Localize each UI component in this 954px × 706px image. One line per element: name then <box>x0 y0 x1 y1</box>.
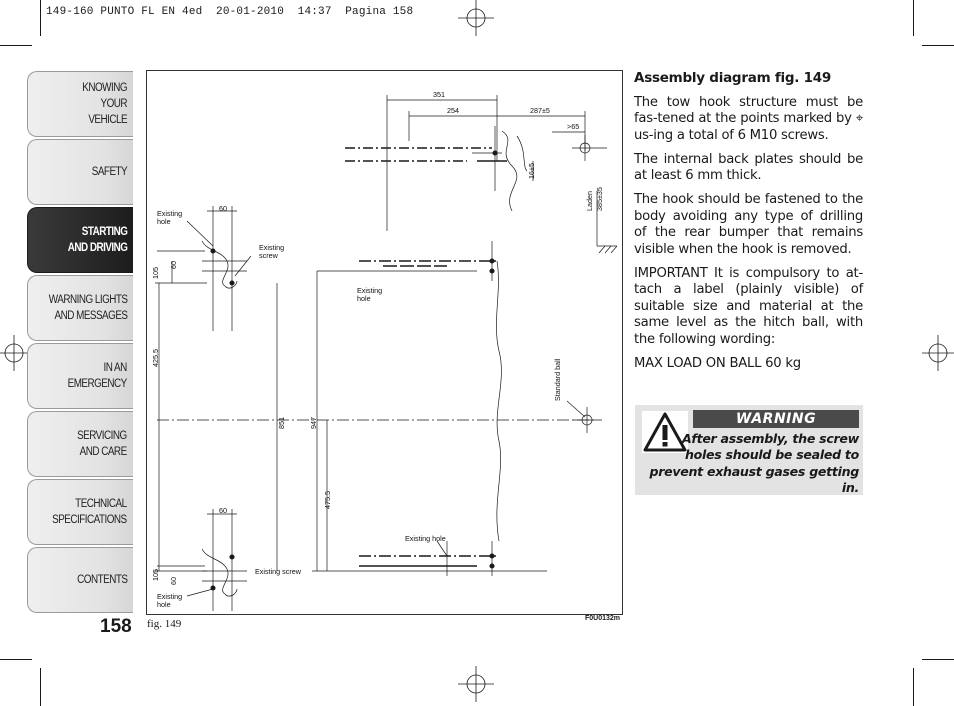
section-heading: Assembly diagram fig. 149 <box>634 70 832 86</box>
dim-60-vertical-top: 60 <box>169 261 178 269</box>
dim-425: 425.5 <box>151 349 160 367</box>
fastening-point-icon: ⌖ <box>855 111 863 126</box>
tab-label: TECHNICAL SPECIFICATIONS <box>52 498 128 526</box>
dim-60-top: 60 <box>219 204 227 213</box>
tab-label: STARTING AND DRIVING <box>67 226 127 254</box>
warning-line: holes should be sealed to <box>684 447 859 463</box>
diagram-drawing <box>155 95 618 611</box>
warning-line: After assembly, the screw <box>681 431 859 446</box>
paragraph-3: The hook should be fastened to the body … <box>634 192 863 257</box>
tab-label: WARNING LIGHTS AND MESSAGES <box>48 294 127 322</box>
tab-label: SAFETY <box>91 166 128 178</box>
tab-starting-and-driving[interactable]: STARTING AND DRIVING <box>27 207 133 273</box>
dim-947: 947 <box>309 417 318 429</box>
label-existing-screw-top: Existing screw <box>259 243 285 260</box>
dim-65: >65 <box>567 122 580 131</box>
warning-box: WARNING After assembly, the screw holes … <box>635 405 863 495</box>
dim-351: 351 <box>433 90 445 99</box>
label-standard-ball: Standard ball <box>553 358 562 401</box>
dim-16: 16±5 <box>527 163 536 179</box>
content-column: Assembly diagram fig. 149 The tow hook s… <box>634 70 863 380</box>
dim-60-bottom: 60 <box>219 506 227 515</box>
print-header: 149-160 PUNTO FL EN 4ed 20-01-2010 14:37… <box>46 6 414 18</box>
paragraph-4: IMPORTANT It is compulsory to at-tach a … <box>634 265 863 347</box>
tab-in-an-emergency[interactable]: IN AN EMERGENCY <box>27 343 133 409</box>
warning-text: After assembly, the screw holes should b… <box>639 431 859 496</box>
warning-line: prevent exhaust gases getting in. <box>649 463 859 495</box>
label-existing-hole-bottom: Existing hole <box>405 534 446 543</box>
label-existing-hole-mid: Existing hole <box>357 286 383 303</box>
paragraph-1-text-a: The tow hook structure must be fas-tened… <box>634 94 863 127</box>
tab-contents[interactable]: CONTENTS <box>27 547 133 613</box>
assembly-diagram: Existing hole Existing screw Existing ho… <box>146 70 623 615</box>
tab-safety[interactable]: SAFETY <box>27 139 133 205</box>
page-number: 158 <box>100 616 132 637</box>
dim-385: 385±35 <box>595 187 604 211</box>
label-existing-screw-bottom: Existing screw <box>255 567 301 576</box>
dim-105-top: 105 <box>151 267 160 279</box>
tab-label: CONTENTS <box>76 574 128 586</box>
dim-475: 475.5 <box>323 491 332 509</box>
tab-servicing-and-care[interactable]: SERVICING AND CARE <box>27 411 133 477</box>
label-existing-hole-top: Existing hole <box>157 209 183 226</box>
tab-label: IN AN EMERGENCY <box>67 362 128 390</box>
dim-851: 851 <box>277 417 286 429</box>
label-existing-hole-bottom-left: Existing hole <box>157 592 183 609</box>
warning-triangle-icon <box>642 411 688 453</box>
warning-title: WARNING <box>693 410 859 428</box>
figure-code: F0U0132m <box>585 615 621 622</box>
tab-knowing-your-vehicle[interactable]: KNOWING YOUR VEHICLE <box>27 71 133 137</box>
dim-105-bottom: 105 <box>151 569 160 581</box>
tab-label: SERVICING AND CARE <box>77 430 127 458</box>
dim-254: 254 <box>447 106 459 115</box>
paragraph-2: The internal back plates should be at le… <box>634 151 863 184</box>
label-laden: Laden <box>585 191 594 211</box>
tab-technical-specifications[interactable]: TECHNICAL SPECIFICATIONS <box>27 479 133 545</box>
dim-60-vertical-bottom: 60 <box>169 577 178 585</box>
paragraph-5: MAX LOAD ON BALL 60 kg <box>634 355 801 371</box>
paragraph-1-text-b: us-ing a total of 6 M10 screws. <box>634 127 829 143</box>
dim-287: 287±5 <box>530 106 550 115</box>
tab-warning-lights[interactable]: WARNING LIGHTS AND MESSAGES <box>27 275 133 341</box>
paragraph-1: The tow hook structure must be fas-tened… <box>634 95 863 145</box>
tab-label: KNOWING YOUR VEHICLE <box>82 82 127 126</box>
figure-caption: fig. 149 <box>147 618 182 630</box>
